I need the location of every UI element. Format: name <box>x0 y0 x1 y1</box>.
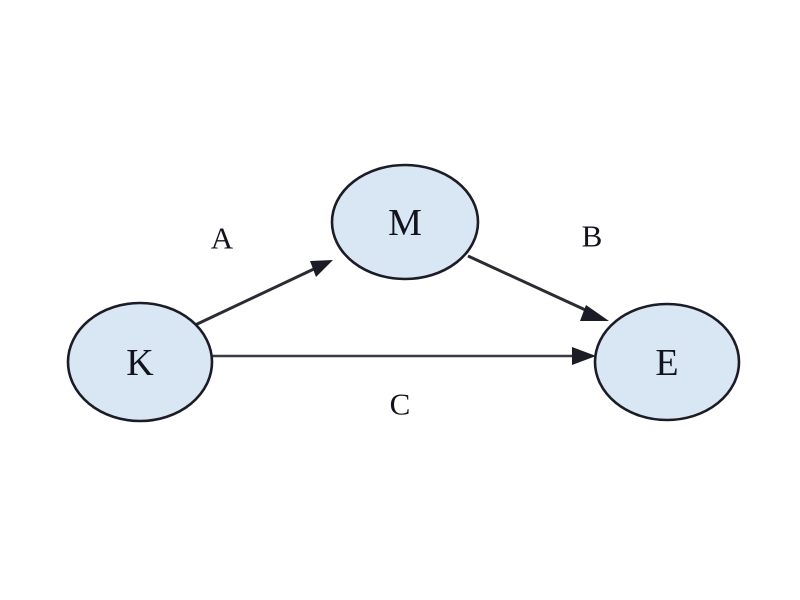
node-k[interactable]: K <box>66 301 214 423</box>
edge-k-to-m-line <box>192 266 317 328</box>
edge-label-b: B <box>582 219 603 254</box>
edge-label-c: C <box>390 387 411 422</box>
edge-k-to-m-arrowhead <box>310 260 333 277</box>
edge-m-to-e-arrowhead <box>580 305 609 321</box>
node-m-ellipse <box>330 163 480 281</box>
node-k-ellipse <box>66 301 214 423</box>
edge-k-to-e[interactable] <box>212 347 596 365</box>
node-e[interactable]: E <box>593 302 741 422</box>
edge-m-to-e[interactable] <box>467 254 609 321</box>
edge-label-a: A <box>211 221 234 256</box>
edge-k-to-e-arrowhead <box>572 347 596 365</box>
node-m-label: M <box>388 202 422 244</box>
node-k-label: K <box>126 342 154 384</box>
node-e-label: E <box>655 342 678 384</box>
node-e-ellipse <box>593 302 741 422</box>
node-m[interactable]: M <box>330 163 480 281</box>
edge-m-to-e-line <box>467 254 593 315</box>
edge-k-to-m[interactable] <box>192 260 333 328</box>
